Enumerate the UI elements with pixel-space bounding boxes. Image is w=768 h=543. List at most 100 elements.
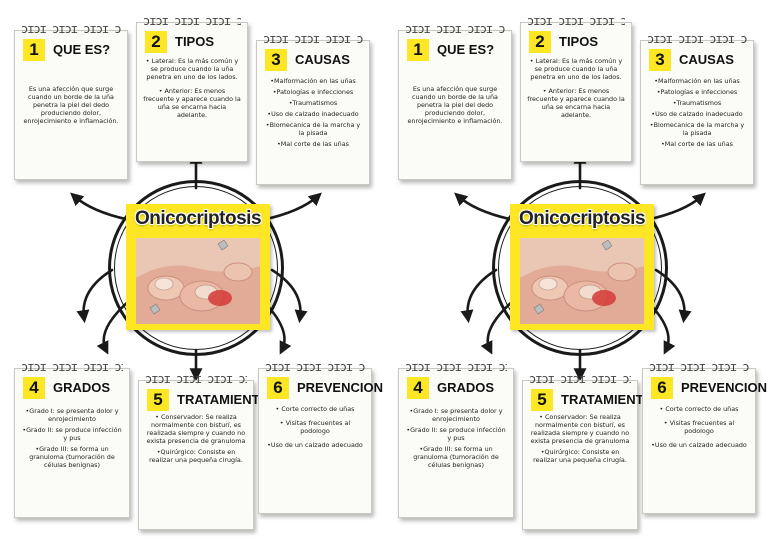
spiral-binding: ɔɪɔɪ ɔɪɔɪ ɔɪɔɪ ɔɪɔɪ ɔɪɔɪ ɔɪɔɪ: [527, 14, 625, 28]
card-body: • Lateral: Es la más común y se produce …: [143, 57, 241, 125]
card-tipos: ɔɪɔɪ ɔɪɔɪ ɔɪɔɪ ɔɪɔɪ ɔɪɔɪ ɔɪɔɪ 2 TIPOS • Lat…: [520, 14, 632, 162]
spiral-binding: ɔɪɔɪ ɔɪɔɪ ɔɪɔɪ ɔɪɔɪ ɔɪɔɪ ɔɪɔɪ: [143, 14, 241, 28]
card-number-badge: 2: [529, 31, 551, 53]
central-sticky-note: Onicocriptosis: [126, 204, 270, 330]
card-title: TIPOS: [175, 34, 215, 49]
card-prevencion: ɔɪɔɪ ɔɪɔɪ ɔɪɔɪ ɔɪɔɪ ɔɪɔɪ ɔɪɔɪ 6 PREVENCION…: [258, 360, 383, 514]
card-body: • Corte correcto de uñas• Visitas frecue…: [649, 405, 749, 455]
spiral-binding: ɔɪɔɪ ɔɪɔɪ ɔɪɔɪ ɔɪɔɪ ɔɪɔɪ ɔɪɔɪ: [265, 360, 365, 374]
card-number-badge: 6: [651, 377, 673, 399]
card-paragraph: •Grado II: se produce infección y pus: [22, 426, 122, 442]
card-tratamiento: ɔɪɔɪ ɔɪɔɪ ɔɪɔɪ ɔɪɔɪ ɔɪɔɪ ɔɪɔɪ 5 TRATAMIENT…: [138, 372, 270, 530]
card-number-badge: 5: [147, 389, 169, 411]
card-title: PREVENCION: [681, 380, 767, 395]
card-title: CAUSAS: [295, 52, 350, 67]
card-paragraph: • Anterior: Es menos frecuente y aparece…: [143, 87, 241, 119]
central-sticky-note: Onicocriptosis: [510, 204, 654, 330]
spiral-binding: ɔɪɔɪ ɔɪɔɪ ɔɪɔɪ ɔɪɔɪ ɔɪɔɪ ɔɪɔɪ: [263, 32, 363, 46]
card-paragraph: •Traumatismos: [288, 99, 338, 107]
card-body: • Corte correcto de uñas • Visitas frecue…: [265, 405, 365, 455]
card-body: •Malformación en las uñas •Patologías e i…: [647, 77, 747, 151]
inflamed-area: [592, 290, 616, 306]
card-paragraph: • Lateral: Es la más común y se produce …: [529, 57, 623, 81]
card-body: Es una afección que surge cuando un bord…: [405, 85, 505, 131]
card-number-badge: 3: [649, 49, 671, 71]
card-number-badge: 1: [23, 39, 45, 61]
card-grados: ɔɪɔɪ ɔɪɔɪ ɔɪɔɪ ɔɪɔɪ ɔɪɔɪ ɔɪɔɪ 4 GRADOS •Gra…: [14, 360, 130, 518]
card-number-badge: 3: [265, 49, 287, 71]
central-title: Onicocriptosis: [134, 208, 262, 229]
card-tratamiento: ɔɪɔɪ ɔɪɔɪ ɔɪɔɪ ɔɪɔɪ ɔɪɔɪ ɔɪɔɪ5TRATAMIENT…: [522, 372, 653, 530]
card-paragraph: •Mal corte de las uñas: [277, 140, 349, 148]
card-number-badge: 5: [531, 389, 553, 411]
central-topic: Onicocriptosis: [492, 180, 668, 356]
card-body: •Grado I: se presenta dolor y enrojecimi…: [21, 407, 123, 472]
card-paragraph: • Corte correcto de uñas: [275, 405, 355, 413]
card-paragraph: •Biomecanica de la marcha y la pisada: [265, 121, 361, 137]
card-paragraph: •Malformación en las uñas: [270, 77, 356, 85]
infographic-left: ɔɪɔɪ ɔɪɔɪ ɔɪɔɪ ɔɪɔɪ ɔɪɔɪ ɔɪɔɪ 1 QUE ES? Es …: [14, 14, 383, 530]
card-body: Es una afección que surge cuando un bord…: [21, 85, 121, 131]
spiral-binding: ɔɪɔɪ ɔɪɔɪ ɔɪɔɪ ɔɪɔɪ ɔɪɔɪ ɔɪɔɪ: [21, 360, 123, 374]
card-title: GRADOS: [437, 380, 495, 395]
card-number-badge: 1: [407, 39, 429, 61]
card-paragraph: • Anterior: Es menos frecuente y aparece…: [527, 87, 625, 119]
spiral-binding: ɔɪɔɪ ɔɪɔɪ ɔɪɔɪ ɔɪɔɪ ɔɪɔɪ ɔɪɔɪ: [649, 360, 749, 374]
card-body: •Malformación en las uñas•Patologías e i…: [263, 77, 363, 151]
card-causas: ɔɪɔɪ ɔɪɔɪ ɔɪɔɪ ɔɪɔɪ ɔɪɔɪ ɔɪɔɪ 3 CAUSAS •Mal…: [256, 32, 370, 185]
card-grados: ɔɪɔɪ ɔɪɔɪ ɔɪɔɪ ɔɪɔɪ ɔɪɔɪ ɔɪɔɪ 4 GRADOS •Gra…: [398, 360, 514, 518]
spiral-binding: ɔɪɔɪ ɔɪɔɪ ɔɪɔɪ ɔɪɔɪ ɔɪɔɪ ɔɪɔɪ: [405, 360, 507, 374]
card-paragraph: •Uso de un calzado adecuado: [651, 441, 747, 449]
card-paragraph: •Grado II: se produce infección y pus: [406, 426, 506, 442]
card-paragraph: Es una afección que surge cuando un bord…: [407, 85, 503, 125]
card-title: GRADOS: [53, 380, 111, 395]
inner-ring: [498, 186, 662, 350]
card-paragraph: • Visitas frecuentes al podologo: [279, 419, 351, 435]
card-paragraph: •Mal corte de las uñas: [661, 140, 733, 148]
card-paragraph: •Traumatismos: [672, 99, 722, 107]
spiral-binding: ɔɪɔɪ ɔɪɔɪ ɔɪɔɪ ɔɪɔɪ ɔɪɔɪ ɔɪɔɪ: [145, 372, 247, 386]
arrow-to-grados: [76, 268, 114, 324]
card-title: PREVENCION: [297, 380, 383, 395]
paperclip-icon: [533, 239, 613, 315]
card-title: QUE ES?: [53, 42, 111, 57]
card-number-badge: 6: [267, 377, 289, 399]
card-paragraph: •Malformación en las uñas: [654, 77, 740, 85]
arrow-to-grados: [460, 268, 498, 324]
paperclip-icon: [149, 239, 229, 315]
card-paragraph: • Conservador: Se realiza normalmente co…: [530, 413, 630, 445]
card-body: • Lateral: Es la más común y se produce …: [527, 57, 625, 125]
card-que-es: ɔɪɔɪ ɔɪɔɪ ɔɪɔɪ ɔɪɔɪ ɔɪɔɪ ɔɪɔɪ1QUE ES?Es …: [398, 22, 512, 180]
card-que-es: ɔɪɔɪ ɔɪɔɪ ɔɪɔɪ ɔɪɔɪ ɔɪɔɪ ɔɪɔɪ 1 QUE ES? Es …: [14, 22, 128, 180]
spiral-binding: ɔɪɔɪ ɔɪɔɪ ɔɪɔɪ ɔɪɔɪ ɔɪɔɪ ɔɪɔɪ: [529, 372, 631, 386]
card-title: TIPOS: [559, 34, 599, 49]
card-paragraph: • Conservador: Se realiza normalmente co…: [146, 413, 246, 445]
card-tipos: ɔɪɔɪ ɔɪɔɪ ɔɪɔɪ ɔɪɔɪ ɔɪɔɪ ɔɪɔɪ2TIPOS• Lat…: [136, 14, 248, 162]
card-number-badge: 4: [407, 377, 429, 399]
card-number-badge: 4: [23, 377, 45, 399]
card-paragraph: •Grado III: se forma un granuloma (tumor…: [29, 445, 115, 469]
spiral-binding: ɔɪɔɪ ɔɪɔɪ ɔɪɔɪ ɔɪɔɪ ɔɪɔɪ ɔɪɔɪ: [647, 32, 747, 46]
card-paragraph: •Grado I: se presenta dolor y enrojecimi…: [25, 407, 119, 423]
inflamed-area: [208, 290, 232, 306]
card-prevencion: ɔɪɔɪ ɔɪɔɪ ɔɪɔɪ ɔɪɔɪ ɔɪɔɪ ɔɪɔɪ 6 PREVENCION…: [642, 360, 767, 514]
inner-ring: [114, 186, 278, 350]
card-paragraph: • Lateral: Es la más común y se produce …: [145, 57, 239, 81]
card-title: TRATAMIENTO: [177, 392, 270, 407]
spiral-binding: ɔɪɔɪ ɔɪɔɪ ɔɪɔɪ ɔɪɔɪ ɔɪɔɪ ɔɪɔɪ: [21, 22, 121, 36]
card-title: QUE ES?: [437, 42, 495, 57]
central-topic: Onicocriptosis: [108, 180, 284, 356]
card-paragraph: •Quirúrgico: Consiste en realizar una pe…: [533, 448, 627, 464]
card-paragraph: •Uso de un calzado adecuado: [267, 441, 363, 449]
outer-ring: [108, 180, 284, 356]
card-body: • Conservador: Se realiza normalmente co…: [145, 413, 247, 467]
card-paragraph: • Corte correcto de uñas: [659, 405, 739, 413]
card-causas: ɔɪɔɪ ɔɪɔɪ ɔɪɔɪ ɔɪɔɪ ɔɪɔɪ ɔɪɔɪ3CAUSAS•Mal…: [640, 32, 754, 185]
toe-photo-illustration: [136, 238, 260, 324]
card-paragraph: •Patologías e infecciones: [656, 88, 738, 96]
card-paragraph: Es una afección que surge cuando un bord…: [23, 85, 119, 125]
toe-photo-illustration: [520, 238, 644, 324]
central-title: Onicocriptosis: [518, 208, 646, 229]
card-paragraph: •Biomecanica de la marcha y la pisada: [649, 121, 745, 137]
card-paragraph: •Grado III: se forma un granuloma (tumor…: [413, 445, 499, 469]
